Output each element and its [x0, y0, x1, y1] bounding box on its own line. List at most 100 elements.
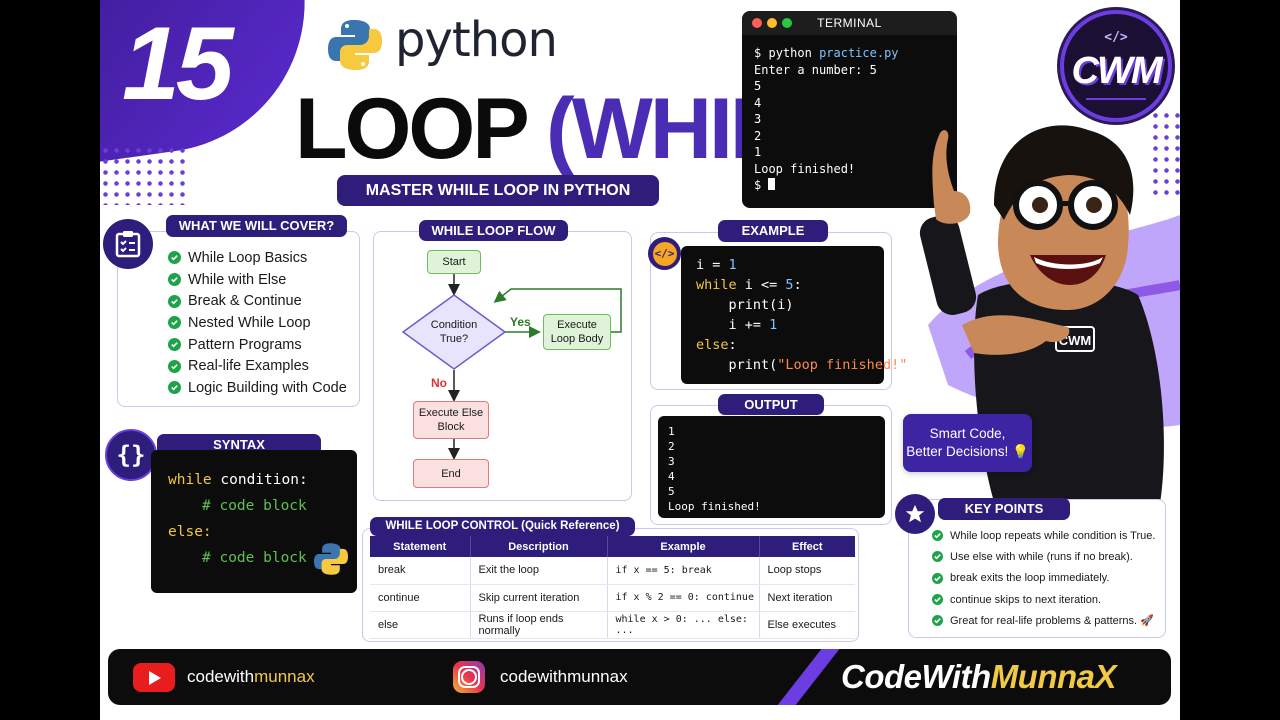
presenter-illustration: CWM [919, 125, 1180, 515]
flow-title: WHILE LOOP FLOW [419, 220, 568, 241]
keypoints-card [908, 499, 1166, 638]
cover-list: While Loop Basics While with Else Break … [168, 247, 347, 399]
list-item-label: continue skips to next iteration. [950, 593, 1102, 606]
youtube-handle[interactable]: codewithmunnax [187, 667, 315, 687]
output-line: 5 [668, 485, 675, 498]
footer-accent-stripe [770, 649, 844, 705]
terminal-output: $ python practice.py Enter a number: 5 5… [742, 35, 957, 204]
check-icon [168, 273, 181, 287]
list-item-label: Pattern Programs [188, 336, 302, 353]
list-item: Logic Building with Code [168, 377, 347, 399]
list-item: Break & Continue [168, 290, 347, 312]
terminal-line: 2 [754, 128, 762, 143]
python-logo-icon [328, 20, 382, 70]
flow-else-node: Execute Else Block [413, 401, 489, 439]
footer-brand: CodeWithMunnaX [841, 658, 1117, 696]
control-table: Statement Description Example Effect bre… [370, 536, 855, 639]
output-line: 3 [668, 455, 675, 468]
table-cell: else [370, 611, 471, 639]
code-brackets-icon: </> [648, 237, 681, 270]
brand-highlight: MunnaX [990, 658, 1117, 695]
lightbulb-icon: 💡 [1012, 443, 1029, 459]
check-icon [932, 530, 943, 542]
braces-icon: {} [105, 429, 157, 481]
close-dot-icon [752, 18, 762, 28]
table-cell: if x % 2 == 0: continue [607, 584, 760, 612]
title-main: LOOP [295, 81, 528, 177]
table-cell: Next iteration [759, 584, 855, 612]
code-text: ) [907, 357, 916, 373]
list-item: Pattern Programs [168, 334, 347, 356]
table-cell: continue [370, 584, 471, 612]
code-line: i += 1 [696, 315, 869, 335]
command: python [768, 46, 812, 60]
check-icon [932, 615, 943, 627]
list-item-label: Great for real-life problems & patterns.… [950, 615, 1154, 628]
column-header: Statement [370, 536, 471, 557]
episode-number: 15 [122, 6, 234, 122]
flow-no-label: No [431, 376, 447, 390]
table-cell: Skip current iteration [470, 584, 608, 612]
list-item-label: Real-life Examples [188, 358, 309, 375]
cover-title: WHAT WE WILL COVER? [166, 215, 347, 237]
terminal-titlebar: TERMINAL [742, 11, 957, 35]
footer-bar: codewithmunnax codewithmunnax CodeWithMu… [108, 649, 1171, 705]
keyword: while [168, 472, 212, 488]
list-item: continue skips to next iteration. [932, 589, 1155, 610]
table-cell: Loop stops [759, 557, 855, 585]
smart-code-badge: Smart Code, Better Decisions! 💡 [903, 414, 1032, 472]
code-number: 1 [728, 257, 737, 273]
flow-yes-label: Yes [510, 315, 531, 329]
python-logo-icon [314, 543, 348, 575]
flow-end-node: End [413, 459, 489, 488]
instagram-icon[interactable] [453, 661, 485, 693]
youtube-icon[interactable] [133, 663, 175, 692]
check-icon [932, 594, 943, 606]
keyword: else [696, 337, 729, 353]
instagram-handle[interactable]: codewithmunnax [500, 667, 628, 686]
dot-pattern [100, 145, 190, 205]
list-item: Nested While Loop [168, 312, 347, 334]
list-item: Use else with while (runs if no break). [932, 546, 1155, 567]
prompt: $ [754, 46, 762, 60]
check-icon [932, 551, 943, 563]
output-line: Loop finished! [668, 500, 761, 513]
output-line: 4 [668, 470, 675, 483]
list-item: break exits the loop immediately. [932, 568, 1155, 589]
terminal-line: 5 [754, 79, 762, 93]
code-comment: # code block [202, 550, 307, 566]
logo-wordmark: CWM [1071, 50, 1163, 92]
code-line: i = 1 [696, 255, 869, 275]
pulse-line [1086, 98, 1146, 100]
table-cell: while x > 0: ... else: ... [607, 611, 760, 639]
code-tag-icon: </> [1104, 30, 1128, 45]
handle-text: codewith [187, 667, 255, 686]
flow-card [373, 231, 632, 501]
dot-pattern [1150, 110, 1180, 200]
terminal-title: TERMINAL [817, 16, 882, 30]
column-header: Effect [759, 536, 855, 557]
table-cell: break [370, 557, 471, 585]
code-string: "Loop finished!" [777, 357, 908, 373]
list-item-label: Logic Building with Code [188, 379, 347, 396]
code-number: 5 [785, 277, 794, 293]
check-icon [932, 572, 943, 584]
code-text: i += [696, 317, 770, 333]
table-cell: Exit the loop [470, 557, 608, 585]
list-item-label: Use else with while (runs if no break). [950, 550, 1133, 563]
flowchart-arrows [401, 274, 622, 460]
subtitle-banner: MASTER WHILE LOOP IN PYTHON [337, 175, 659, 206]
list-item-label: break exits the loop immediately. [950, 572, 1110, 585]
check-icon [168, 381, 181, 395]
flow-condition-node: Condition True? [430, 319, 478, 345]
maximize-dot-icon [782, 18, 792, 28]
list-item: While with Else [168, 269, 347, 291]
example-title: EXAMPLE [718, 220, 828, 242]
list-item-label: Nested While Loop [188, 314, 311, 331]
python-wordmark: python [395, 12, 558, 68]
badge-line: Better Decisions! 💡 [903, 443, 1032, 461]
